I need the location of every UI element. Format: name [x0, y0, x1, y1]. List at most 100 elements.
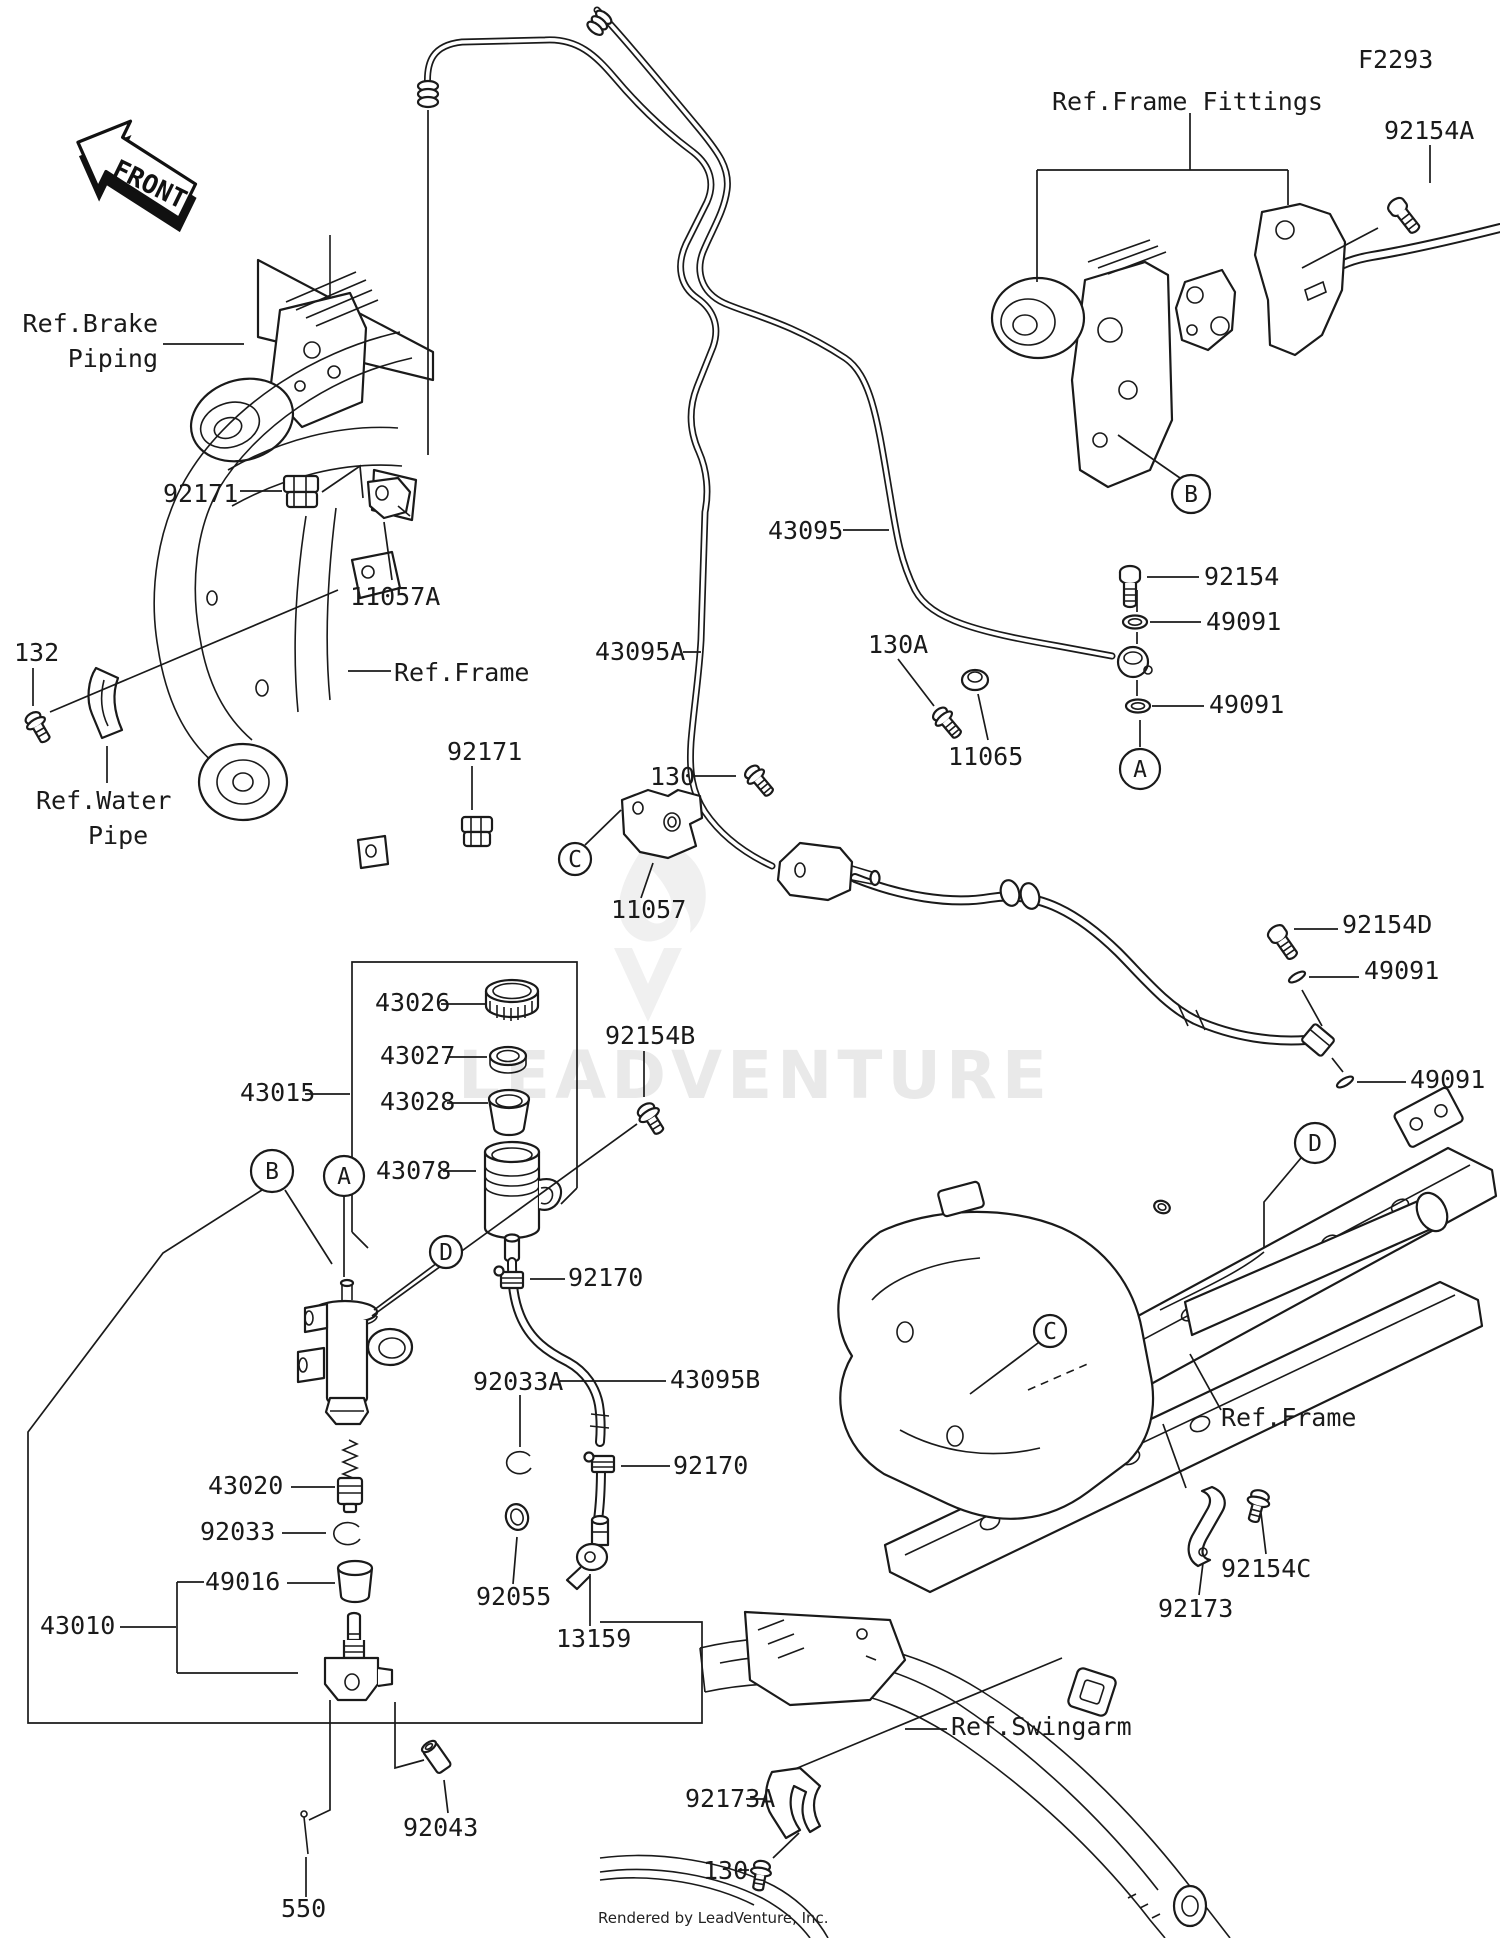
master-cylinder-drawing: [296, 1278, 452, 1855]
balloons: B A C D A B C D: [249, 473, 1337, 1349]
washer-oval-icon: [504, 1503, 530, 1531]
svg-text:B: B: [1184, 482, 1198, 508]
callout-ref-water-line1: Ref.Water: [36, 786, 171, 815]
junction-drawing: [776, 841, 881, 902]
hose-43095b-drawing: [493, 1257, 616, 1591]
footer-credit: Rendered by LeadVenture, Inc.: [598, 1909, 829, 1927]
circlip-icon: [333, 1521, 361, 1546]
banjo-lower-drawing: [1266, 924, 1355, 1089]
balloon-c-right: C: [1032, 1313, 1068, 1349]
leadventure-watermark: LEADVENTURE: [458, 836, 1052, 1114]
balloon-d-mid: D: [428, 1234, 464, 1270]
front-arrow: FRONT: [76, 119, 198, 233]
bolt-icon: [1387, 196, 1421, 234]
bracket-box-43015: [351, 961, 578, 1249]
bolt-icon: [743, 764, 774, 797]
callout-132: 132: [14, 638, 59, 667]
svg-text:C: C: [568, 847, 582, 873]
callout-43015: 43015: [240, 1078, 315, 1107]
callout-92154b: 92154B: [605, 1021, 695, 1050]
svg-text:D: D: [1308, 1131, 1322, 1157]
pushrod-drawing: [323, 1611, 394, 1702]
callout-43028: 43028: [380, 1087, 455, 1116]
washer-icon: [1124, 698, 1152, 714]
balloon-a-right: A: [1118, 747, 1162, 791]
svg-text:C: C: [1043, 1319, 1057, 1345]
banjo-bolt-icon: [1266, 924, 1298, 961]
callout-43078: 43078: [376, 1156, 451, 1185]
frame-bolt-icon: [1153, 1199, 1171, 1215]
diagram-code: F2293: [1358, 45, 1433, 74]
hook-92173-drawing: [1187, 1485, 1226, 1568]
callout-92170-low: 92170: [673, 1451, 748, 1480]
callout-92154d: 92154D: [1342, 910, 1432, 939]
grommet-icon: [960, 668, 990, 692]
callout-43010: 43010: [40, 1611, 115, 1640]
callout-49091-a: 49091: [1206, 607, 1281, 636]
callout-ref-brake-line1: Ref.Brake: [23, 309, 158, 338]
callout-49091-d: 49091: [1410, 1065, 1485, 1094]
clamp-bracket-drawing: [366, 476, 412, 520]
bolt-icon: [24, 711, 51, 744]
callout-92173a: 92173A: [685, 1784, 775, 1813]
callout-43095a: 43095A: [595, 637, 685, 666]
balloon-b-right: B: [1170, 473, 1212, 515]
reservoir-diaphragm-drawing: [488, 1045, 528, 1074]
callout-11065: 11065: [948, 742, 1023, 771]
balloon-a-left: A: [322, 1154, 366, 1198]
callout-92173: 92173: [1158, 1594, 1233, 1623]
callout-ref-frame-left: Ref.Frame: [394, 658, 529, 687]
washer-small-icon: [1287, 970, 1307, 984]
callout-92043: 92043: [403, 1813, 478, 1842]
watermark-text: LEADVENTURE: [458, 1037, 1052, 1114]
reservoir-cup-drawing: [487, 1088, 531, 1137]
callout-92171-top: 92171: [163, 479, 238, 508]
callout-ref-frame-fittings: Ref.Frame Fittings: [1052, 87, 1323, 116]
callout-92170-top: 92170: [568, 1263, 643, 1292]
callout-92055: 92055: [476, 1582, 551, 1611]
balloon-c-left: C: [557, 841, 593, 877]
callout-43026: 43026: [375, 988, 450, 1017]
frame-right-drawing: [837, 1086, 1498, 1594]
reservoir-drawing: [351, 961, 578, 1263]
callout-92171-low: 92171: [447, 737, 522, 766]
pin-92043-icon: [420, 1739, 452, 1774]
hose-clamp-icon: [583, 1451, 616, 1474]
callouts: F2293 Ref.Frame Fittings 92154A Ref.Brak…: [14, 45, 1485, 1923]
bracket-11057-drawing: [620, 788, 704, 860]
callout-43095: 43095: [768, 516, 843, 545]
callout-92154c: 92154C: [1221, 1554, 1311, 1583]
callout-49091-c: 49091: [1364, 956, 1439, 985]
piston-spring-icon: [340, 1439, 360, 1479]
svg-text:A: A: [337, 1164, 351, 1190]
pipe-fitting-icon: [416, 79, 440, 109]
reservoir-tank-drawing: [483, 1140, 563, 1263]
reservoir-cap-drawing: [484, 978, 540, 1021]
leader-lines: [27, 110, 1431, 1897]
callout-43020: 43020: [208, 1471, 283, 1500]
balloon-d-right: D: [1293, 1121, 1337, 1165]
banjo-stack-drawing: [1116, 564, 1153, 714]
callout-ref-swingarm: Ref.Swingarm: [951, 1712, 1132, 1741]
callout-ref-frame-right: Ref.Frame: [1221, 1403, 1356, 1432]
callout-ref-water-line2: Pipe: [88, 821, 148, 850]
rear-actuator-drawing: [990, 202, 1347, 489]
clip-92173A-drawing: [764, 1766, 822, 1840]
washer-icon: [1121, 614, 1149, 630]
watermark-v-icon: [614, 948, 682, 1022]
svg-text:B: B: [265, 1159, 279, 1185]
callout-92033: 92033: [200, 1517, 275, 1546]
bolt-icon: [749, 1859, 772, 1892]
pipe-fitting-icon: [586, 9, 613, 36]
screw-icon: [636, 1102, 665, 1135]
washer-small-icon: [1335, 1075, 1355, 1089]
callout-43095b: 43095B: [670, 1365, 760, 1394]
bolt-icon: [931, 706, 962, 739]
callout-49091-b: 49091: [1209, 690, 1284, 719]
swingarm-drawing: [599, 1610, 1231, 1938]
callout-130-mid: 130: [650, 762, 695, 791]
screw-icon: [1246, 1489, 1271, 1524]
callout-11057: 11057: [611, 895, 686, 924]
hose-fitting-icon: [999, 879, 1206, 1031]
